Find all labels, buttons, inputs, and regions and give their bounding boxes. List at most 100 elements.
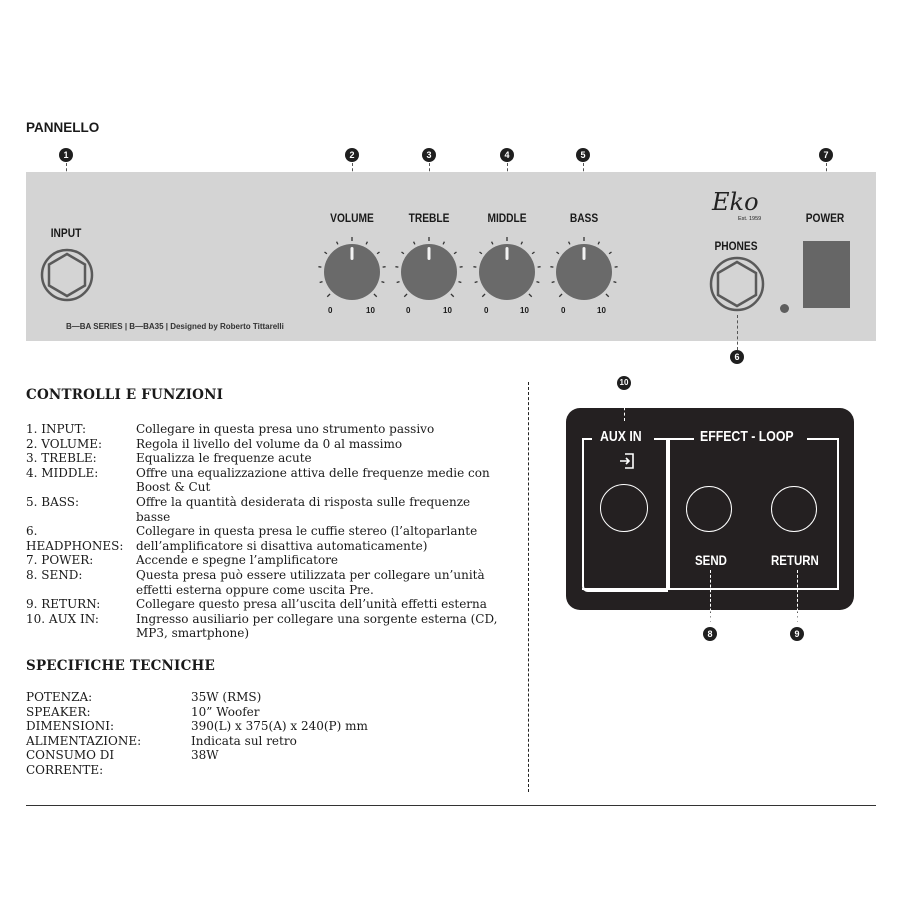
marker-bass: 5 (576, 148, 590, 162)
aux-in-bracket-top-right (654, 438, 666, 440)
aux-in-bracket (582, 438, 668, 592)
brand-logo-text: Eko (712, 188, 759, 216)
knob-tick (403, 293, 408, 298)
marker-power: 7 (819, 148, 833, 162)
knob-tick (335, 241, 339, 245)
aux-in-bracket-right (666, 438, 668, 590)
knob-tick (319, 280, 323, 284)
knob-tick (365, 241, 369, 245)
aux-in-bracket-top-left (582, 438, 592, 440)
list-item: 9. RETURN:Collegare questo presa all’usc… (26, 597, 487, 612)
scale-max-middle: 10 (520, 306, 529, 315)
scale-max-volume: 10 (366, 306, 375, 315)
knob-label-volume: VOLUME (330, 211, 374, 225)
list-item: 10. AUX IN:Ingresso ausiliario per colle… (26, 611, 498, 641)
knob-label-bass: BASS (569, 211, 599, 225)
knob-tick (558, 293, 563, 298)
phones-jack-icon[interactable] (709, 256, 765, 312)
specs-list: POTENZA:35W (RMS) SPEAKER:10” Woofer DIM… (26, 690, 446, 778)
power-switch[interactable] (803, 241, 850, 308)
knob-tick (324, 251, 328, 255)
effect-loop-bracket-left (668, 438, 670, 590)
vertical-divider (528, 382, 529, 792)
list-item: POTENZA:35W (RMS) (26, 690, 262, 704)
aux-in-bracket-bottom (582, 588, 668, 590)
list-item: 7. POWER:Accende e spegne l’amplificator… (26, 553, 339, 568)
knob-bass[interactable] (548, 236, 620, 308)
knob-tick (442, 241, 446, 245)
knob-tick (373, 293, 378, 298)
knob-volume[interactable] (316, 236, 388, 308)
knob-tick (605, 293, 610, 298)
leader-line-send (710, 570, 711, 626)
return-label: RETURN (771, 552, 819, 568)
effect-loop-bracket-top-left (668, 438, 694, 440)
knob-label-middle: MIDDLE (487, 211, 527, 225)
scale-min-bass: 0 (561, 306, 566, 315)
send-jack[interactable] (686, 486, 732, 532)
knob-tick (608, 251, 612, 255)
knob-tick (381, 280, 385, 284)
scale-min-middle: 0 (484, 306, 489, 315)
marker-phones: 6 (730, 350, 744, 364)
list-item: 1. INPUT:Collegare in questa presa uno s… (26, 422, 435, 436)
list-item: 2. VOLUME:Regola il livello del volume d… (26, 436, 403, 451)
list-item: 4. MIDDLE:Offre una equalizzazione attiv… (26, 465, 490, 495)
list-item: DIMENSIONI:390(L) x 375(A) x 240(P) mm (26, 719, 368, 734)
knob-treble[interactable] (393, 236, 465, 308)
bottom-divider (26, 805, 876, 806)
marker-aux-in: 10 (617, 376, 631, 390)
list-item: SPEAKER:10” Woofer (26, 704, 260, 719)
aux-in-label: AUX IN (600, 428, 642, 445)
send-label: SEND (695, 552, 727, 568)
knob-tick (326, 293, 331, 298)
knob-tick (556, 251, 560, 255)
knob-tick (490, 241, 494, 245)
scale-min-treble: 0 (406, 306, 411, 315)
input-arrow-icon (620, 453, 634, 469)
knob-tick (520, 241, 524, 245)
brand-est-text: Est. 1959 (738, 216, 762, 222)
knob-tick (613, 280, 617, 284)
list-item: CONSUMO DI CORRENTE:38W (26, 748, 219, 777)
aux-in-jack[interactable] (600, 484, 648, 532)
effect-loop-bracket-right (837, 438, 839, 590)
leader-line-return (797, 570, 798, 626)
knob-tick (396, 280, 400, 284)
effect-loop-bracket-top-right (807, 438, 839, 440)
panel-section-title: PANNELLO (26, 120, 100, 135)
marker-input: 1 (59, 148, 73, 162)
knob-tick (481, 293, 486, 298)
list-item: 6. HEADPHONES:Collegare in questa presa … (26, 524, 478, 553)
power-led (780, 304, 789, 313)
knob-tick (528, 293, 533, 298)
knob-tick (458, 280, 462, 284)
brand-logo: Eko Est. 1959 (706, 186, 776, 226)
knob-middle[interactable] (471, 236, 543, 308)
list-item: 8. SEND:Questa presa può essere utilizza… (26, 567, 485, 597)
marker-send: 8 (703, 627, 717, 641)
specs-section-title: SPECIFICHE TECNICHE (26, 658, 215, 674)
list-item: 3. TREBLE:Equalizza le frequenze acute (26, 451, 312, 466)
marker-treble: 3 (422, 148, 436, 162)
input-jack-icon[interactable] (40, 248, 94, 302)
knob-label-treble: TREBLE (408, 211, 450, 225)
effect-loop-bracket-bottom (668, 588, 839, 590)
effect-loop-label: EFFECT - LOOP (700, 428, 794, 445)
knob-tick (479, 251, 483, 255)
marker-middle: 4 (500, 148, 514, 162)
knob-tick (412, 241, 416, 245)
controls-section-title: CONTROLLI E FUNZIONI (26, 387, 224, 403)
marker-volume: 2 (345, 148, 359, 162)
front-panel: INPUT VOLUME TREBLE MIDDLE BASS 0 10 0 1… (26, 172, 876, 341)
knob-tick (551, 280, 555, 284)
knob-tick (376, 251, 380, 255)
series-text: B—BA SERIES | B—BA35 | Designed by Rober… (66, 322, 284, 331)
knob-tick (536, 280, 540, 284)
knob-tick (531, 251, 535, 255)
knob-tick (567, 241, 571, 245)
list-item: ALIMENTAZIONE:Indicata sul retro (26, 733, 297, 748)
return-jack[interactable] (771, 486, 817, 532)
list-item: 5. BASS:Offre la quantità desiderata di … (26, 494, 471, 524)
leader-line-phones (737, 315, 738, 350)
